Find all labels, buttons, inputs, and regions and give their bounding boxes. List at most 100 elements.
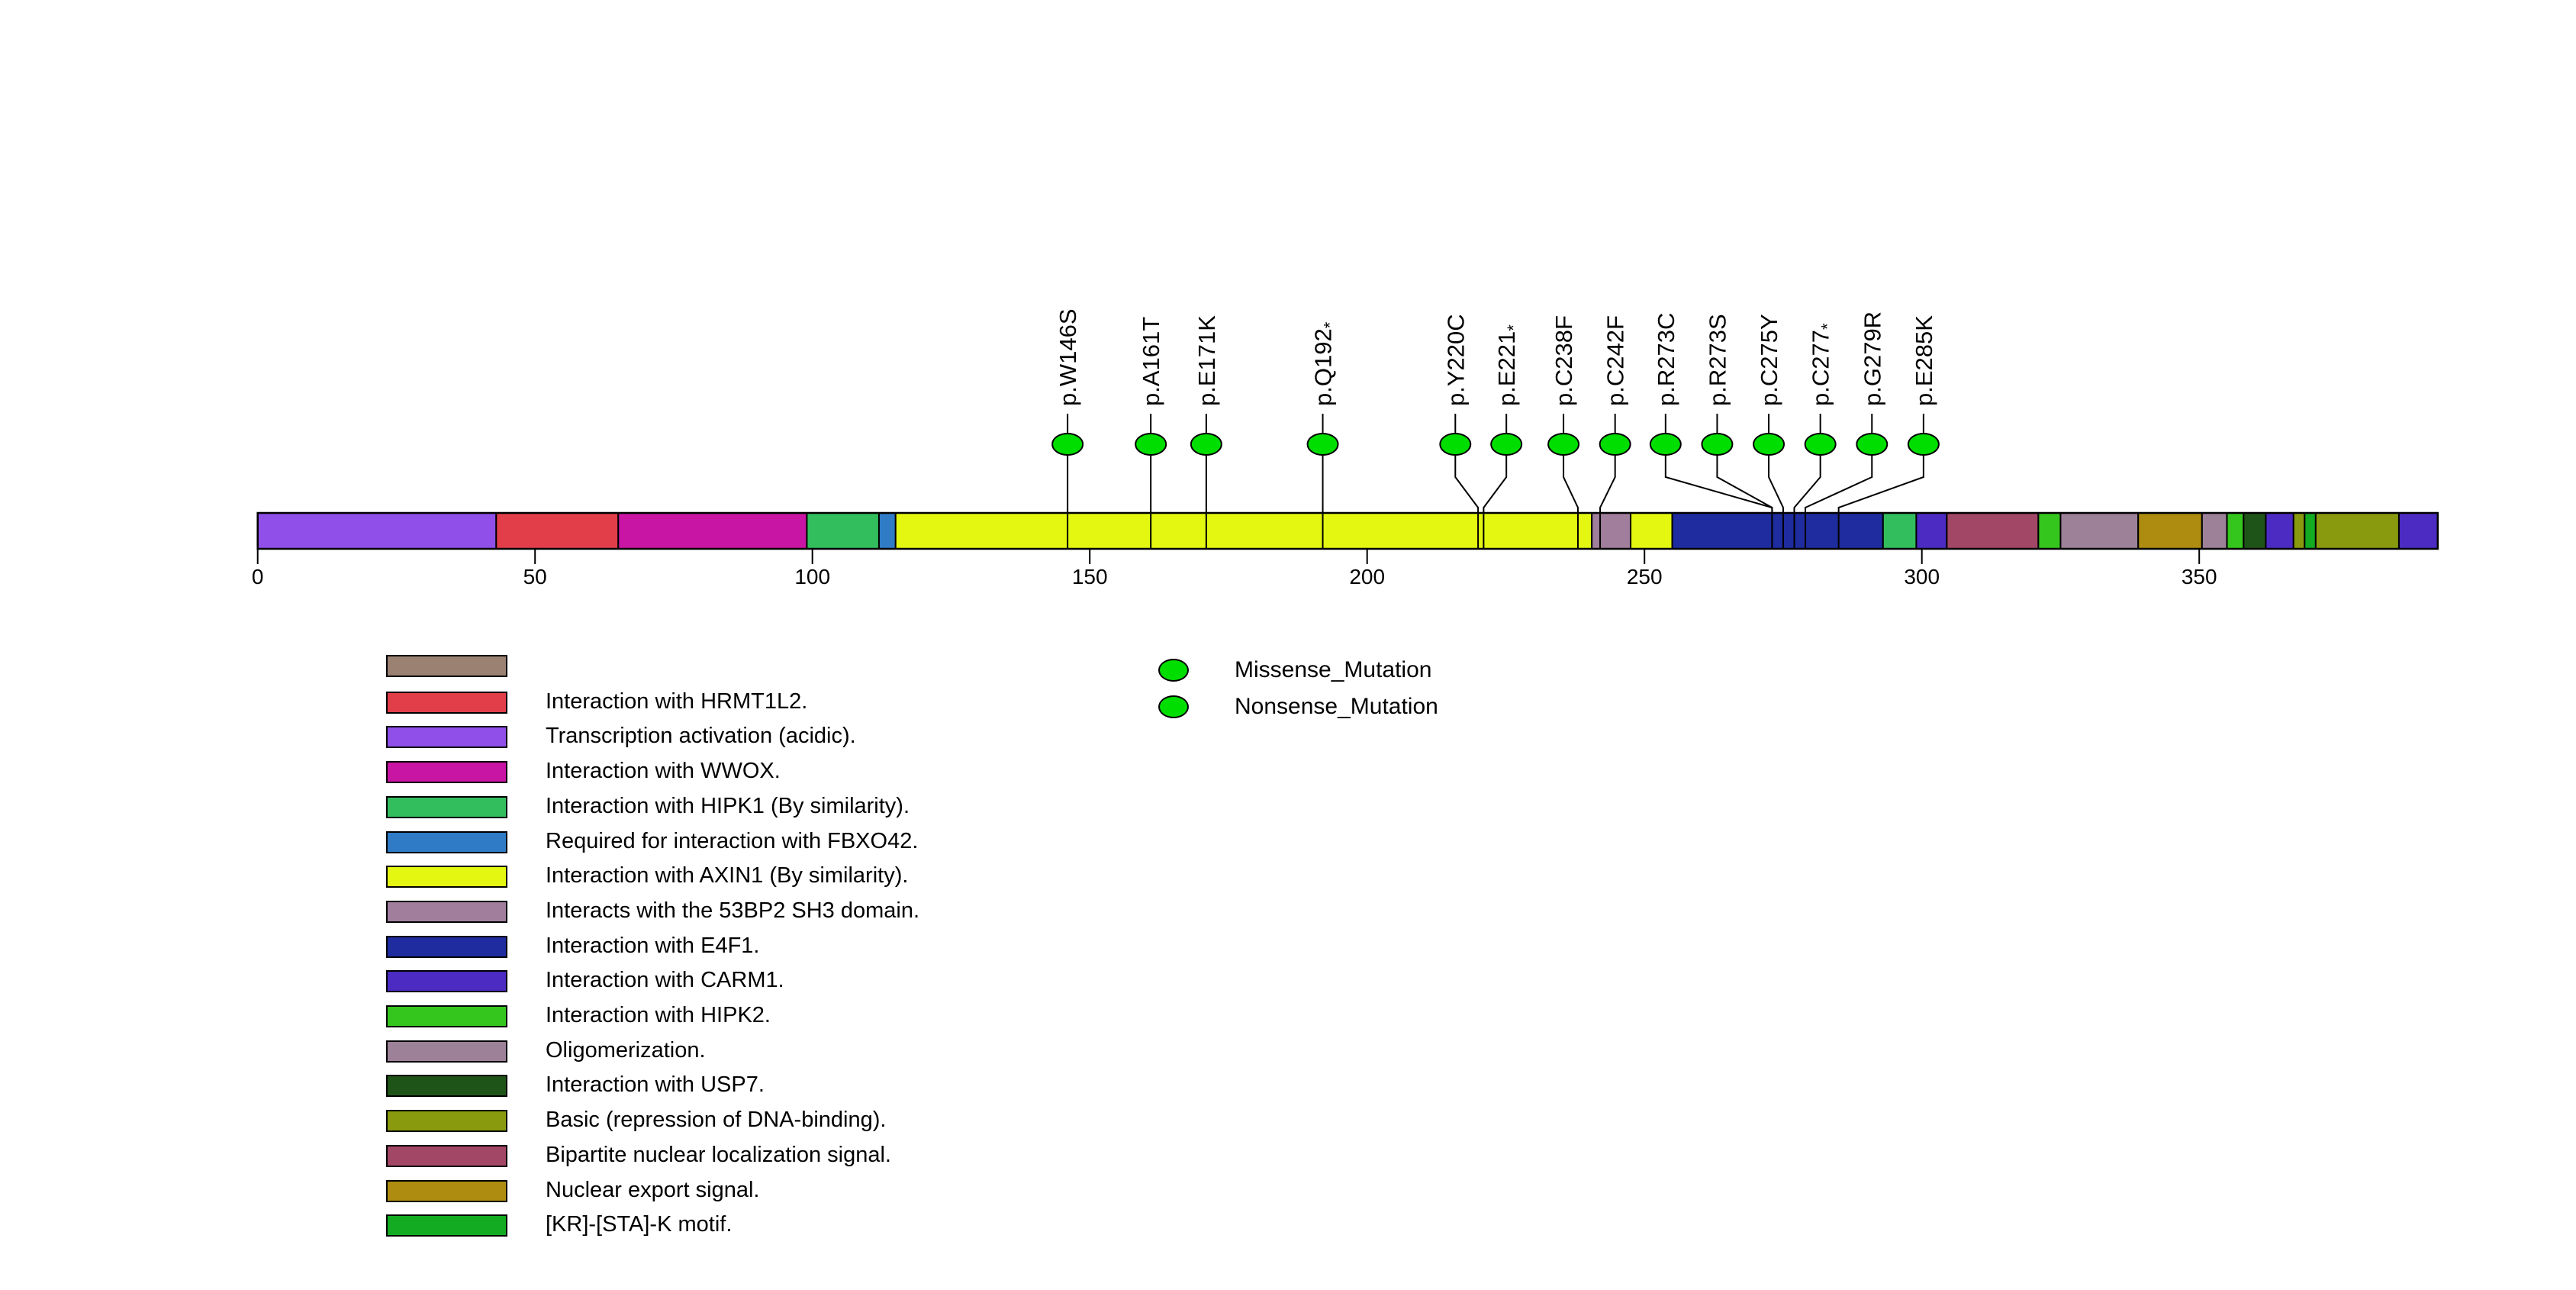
domain-segment-basic [2292,512,2306,550]
mutation-circle-pG279R [1856,433,1889,456]
mutation-circle-pE285K [1907,433,1940,456]
mutation-label: p.C275Y [1756,314,1782,406]
domain-segment-nes [2137,512,2203,550]
mutation-label: p.Y220C [1442,314,1469,406]
domain-legend-swatch-usp7 [386,1075,507,1098]
domain-legend-label: Interaction with E4F1. [546,933,760,958]
domain-legend-row-usp7: Interaction with USP7. [386,1072,765,1098]
mutation-legend-label: Missense_Mutation [1235,657,1432,682]
protein-domain-bar [256,511,2439,550]
axis-tick-label: 0 [252,565,264,589]
domain-legend-label: Interaction with HIPK2. [546,1003,771,1027]
domain-segment-carm1 [2265,512,2294,550]
domain-legend-swatch-oligo [386,1040,507,1063]
domain-segment-basic [2314,512,2400,550]
mutation-legend-row: Nonsense_Mutation [1158,695,1438,718]
mutation-label: p.E285K [1910,315,1937,406]
mutation-label: p.G279R [1859,311,1885,406]
domain-legend-row-ta_acidic: Transcription activation (acidic). [386,724,856,749]
domain-legend-row-nes: Nuclear export signal. [386,1177,760,1202]
domain-legend-label: Required for interaction with FBXO42. [546,828,919,853]
mutation-legend-circle [1158,659,1189,682]
mutation-circle-pE221 [1490,433,1523,456]
domain-legend-label: Interaction with AXIN1 (By similarity). [546,863,909,888]
domain-segment-bp53_sh3 [1591,512,1632,550]
domain-legend-label: Transcription activation (acidic). [546,724,856,749]
domain-legend-label: Interaction with USP7. [546,1072,765,1098]
domain-legend-swatch-nls [386,1144,507,1167]
mutation-circle-pC275Y [1753,433,1785,456]
domain-segment-oligo [2059,512,2140,550]
axis-tick-label: 50 [523,565,547,589]
domain-legend-label: Interaction with CARM1. [546,968,784,993]
domain-segment-axin1 [1630,512,1673,550]
domain-legend-row-basic: Basic (repression of DNA-binding). [386,1108,887,1133]
domain-segment-ta_acidic [256,512,497,550]
axis-tick-label: 200 [1349,565,1385,589]
domain-legend-swatch-hrmt1l2 [386,691,507,714]
domain-segment-oligo [2201,512,2228,550]
domain-legend-label: Oligomerization. [546,1037,706,1063]
mutation-circle-pR273C [1649,433,1682,456]
domain-legend-swatch-fbxo42 [386,830,507,853]
domain-legend-swatch-hipk2 [386,1005,507,1027]
mutation-label: p.Q192* [1309,321,1339,406]
domain-segment-kr_motif [2304,512,2317,550]
mutation-circle-pR273S [1701,433,1734,456]
mutation-circle-pC277 [1804,433,1837,456]
domain-segment-carm1 [1915,512,1948,550]
domain-segment-hrmt1l2 [495,512,620,550]
domain-segment-hipk1 [806,512,880,550]
mutation-circle-pW146S [1051,433,1084,456]
domain-legend-row-axin1: Interaction with AXIN1 (By similarity). [386,864,908,888]
domain-legend-swatch-carm1 [386,970,507,993]
mutation-circle-pA161T [1135,433,1167,456]
mutation-label: p.R273S [1704,314,1731,406]
domain-legend-swatch-bp53_sh3 [386,900,507,923]
domain-legend-label: Bipartite nuclear localization signal. [546,1142,891,1167]
mutation-circle-pC242F [1599,433,1631,456]
mutation-label: p.E171K [1193,315,1219,406]
mutation-circle-pE171K [1190,433,1222,456]
domain-legend-swatch-hipk1 [386,795,507,818]
domain-legend-swatch-unlabeled [386,655,507,677]
domain-legend-swatch-nes [386,1179,507,1202]
mutation-heads [1051,433,1940,456]
mutation-label: p.A161T [1138,317,1164,406]
mutation-legend-row: Missense_Mutation [1158,659,1431,682]
axis-tick-label: 350 [2182,565,2217,589]
domain-segment-axin1 [894,512,1593,550]
domain-legend-label: Interaction with HRMT1L2. [546,689,808,714]
domain-legend-label: Nuclear export signal. [546,1177,760,1202]
domain-segment-nls [1946,512,2040,550]
domain-legend-row-hrmt1l2: Interaction with HRMT1L2. [386,689,808,714]
domain-legend-row-oligo: Oligomerization. [386,1037,706,1063]
protein-bar-outline [256,511,2439,550]
domain-legend-row-wwox: Interaction with WWOX. [386,759,781,784]
axis-tick-label: 300 [1904,565,1940,589]
domain-legend-label: Interaction with WWOX. [546,759,781,784]
domain-legend-row-bp53_sh3: Interacts with the 53BP2 SH3 domain. [386,898,920,923]
mutation-label: p.C277* [1807,323,1837,406]
mutation-label: p.W146S [1055,308,1081,406]
mutation-label: p.E221* [1493,324,1523,406]
domain-legend-label: Basic (repression of DNA-binding). [546,1108,887,1133]
axis-tick-label: 150 [1072,565,1108,589]
domain-legend-row-fbxo42: Required for interaction with FBXO42. [386,828,919,853]
domain-legend-row-hipk2: Interaction with HIPK2. [386,1004,771,1027]
domain-legend-row-kr_motif: [KR]-[STA]-K motif. [386,1213,732,1237]
domain-legend-row-hipk1: Interaction with HIPK1 (By similarity). [386,794,910,818]
mutation-circle-pC238F [1547,433,1580,456]
domain-segment-usp7 [2243,512,2267,550]
mutation-legend-circle [1158,695,1189,718]
mutation-circle-pY220C [1439,433,1472,456]
mutation-labels: p.W146S p.A161T p.E171K p.Q192* p.Y220C p.E22… [1055,308,1937,406]
mutation-label: p.C242F [1602,315,1628,406]
domain-segment-e4f1 [1671,512,1884,550]
domain-legend-label: [KR]-[STA]-K motif. [546,1212,733,1237]
domain-legend-row-nls: Bipartite nuclear localization signal. [386,1143,891,1167]
domain-legend-label: Interacts with the 53BP2 SH3 domain. [546,898,920,923]
